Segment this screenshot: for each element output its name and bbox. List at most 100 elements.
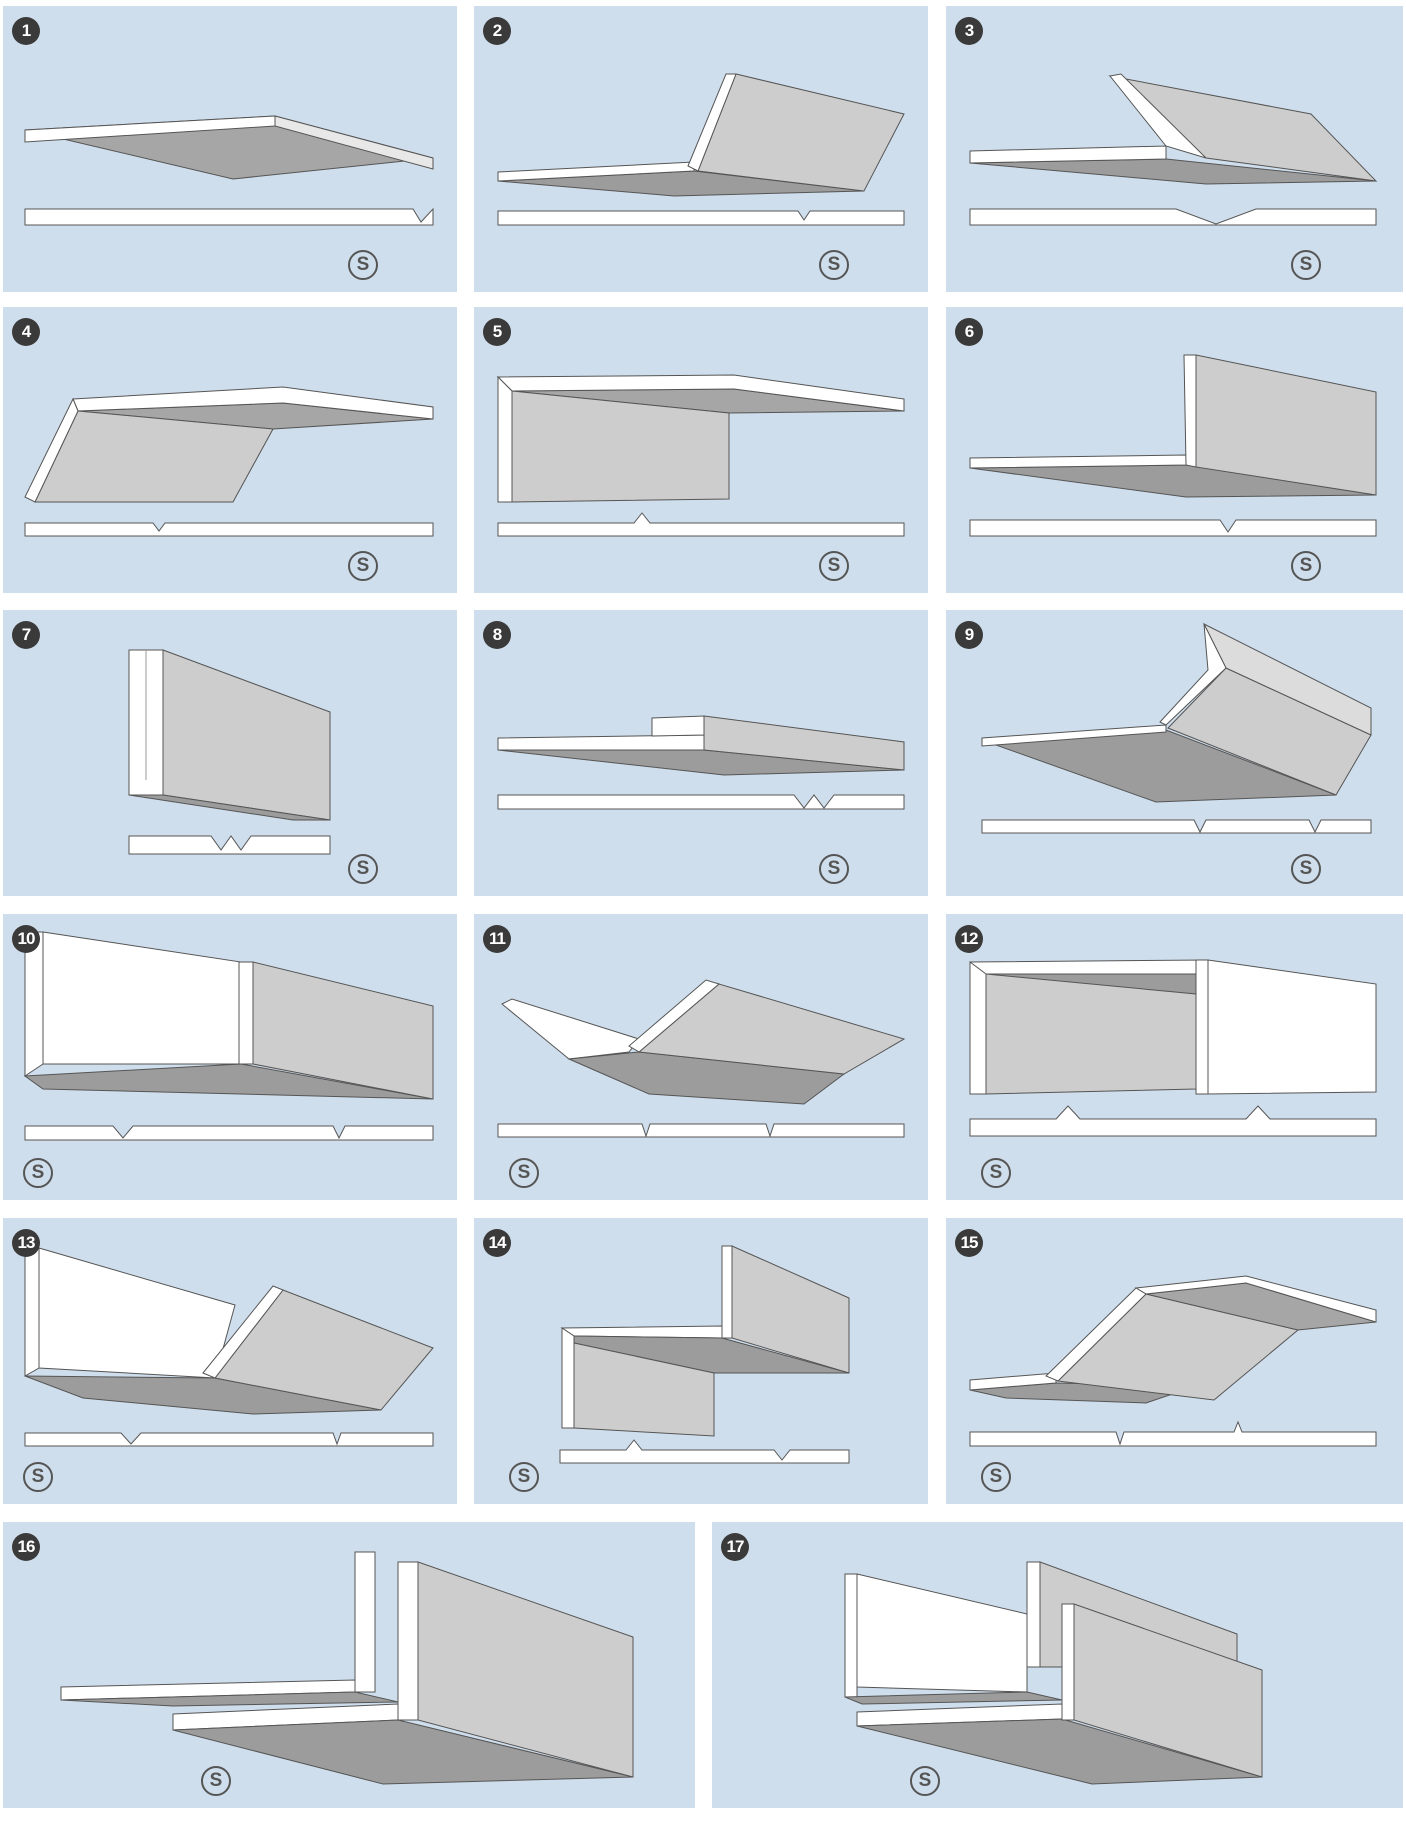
panel-3: 3 S [946,6,1403,292]
s-symbol-icon: S [819,250,849,280]
cross-section [24,1125,434,1141]
s-symbol-icon: S [1291,551,1321,581]
panel-number-badge: 10 [12,925,40,953]
panel-11: 11 S [474,914,928,1200]
panel-17: 17 S [712,1522,1403,1808]
s-symbol-icon: S [23,1462,53,1492]
cross-section [559,1439,850,1464]
panel-4: 4 S [3,307,457,593]
panel-13: 13 S [3,1218,457,1504]
cross-section [497,1123,905,1138]
back-fold-edge [1026,1561,1041,1668]
back-fold-edge [354,1551,376,1693]
panel-number-badge: 15 [955,1229,983,1257]
board-bottom [567,1051,846,1105]
panel-14: 14 S [474,1218,928,1504]
right-panel [1207,959,1377,1095]
fold-edge [1045,1287,1147,1382]
board-bottom [128,794,331,821]
s-symbol-icon: S [910,1766,940,1796]
panel-10: 10 S [3,914,457,1200]
fold-edge [497,375,513,503]
panel-number-badge: 11 [483,925,511,953]
panel-7: 7 S [3,610,457,896]
fold-panel [162,649,331,821]
cross-section [969,519,1377,537]
fold-edge [24,397,79,503]
lower-edge [561,1327,575,1429]
panel-1: 1 S [3,6,457,292]
s-symbol-icon: S [23,1158,53,1188]
s-symbol-icon: S [509,1158,539,1188]
s-symbol-icon: S [509,1462,539,1492]
upper-board [844,1691,1063,1705]
left-edge [24,1245,40,1377]
panel-number-badge: 2 [483,17,511,45]
raised-strip [651,715,705,737]
left-edge [969,961,987,1095]
panel-number-badge: 14 [483,1229,511,1257]
panel-8: 8 S [474,610,928,896]
s-symbol-icon: S [348,551,378,581]
right-edge [628,979,721,1053]
board-edge [274,115,434,170]
panel-15: 15 S [946,1218,1403,1504]
fold-panel [703,715,905,771]
panel-2: 2 S [474,6,928,292]
panel-9: 9 S [946,610,1403,896]
board-edge [969,145,1167,164]
panel-6: 6 S [946,307,1403,593]
cross-section [128,835,331,855]
right-edge [202,1285,284,1379]
panel-5: 5 S [474,307,928,593]
fold-edge [1159,623,1227,726]
fold-edge [687,73,737,172]
panel-12: 12 S [946,914,1403,1200]
cross-section [24,207,434,226]
panel-number-badge: 5 [483,318,511,346]
cross-section [981,819,1372,834]
cross-section [24,1432,434,1447]
s-symbol-icon: S [348,854,378,884]
top-edge [969,959,1207,975]
s-symbol-icon: S [981,1462,1011,1492]
cross-section [24,522,434,537]
s-symbol-icon: S [981,1158,1011,1188]
board-edge [497,161,695,182]
panel-number-badge: 12 [955,925,983,953]
left-panel [985,973,1197,1095]
panel-16: 16 S [3,1522,695,1808]
front-fold-edge [1061,1603,1075,1721]
panel-number-badge: 4 [12,318,40,346]
fold-edge [1183,354,1197,468]
panel-number-badge: 17 [721,1533,749,1561]
board-bottom [24,1375,382,1415]
panel-number-badge: 9 [955,621,983,649]
cross-section [497,512,905,537]
upper-edge [721,1245,733,1339]
cross-section [969,1420,1377,1447]
board-edge [981,724,1167,747]
front-fold-edge [397,1561,419,1721]
s-symbol-icon: S [1291,854,1321,884]
panel-number-badge: 13 [12,1229,40,1257]
cross-section [497,210,905,226]
panel-number-badge: 6 [955,318,983,346]
s-symbol-icon: S [201,1766,231,1796]
left-panel [38,1247,236,1379]
left-panel [856,1573,1028,1693]
board-edge [969,1372,1057,1391]
left-edge [844,1573,858,1698]
panel-number-badge: 1 [12,17,40,45]
s-symbol-icon: S [348,250,378,280]
s-symbol-icon: S [1291,250,1321,280]
cross-section [969,208,1377,226]
panel-number-badge: 16 [12,1533,40,1561]
cross-section [497,794,905,810]
fold-edge [1109,73,1207,159]
cross-section [969,1105,1377,1137]
board-edge [497,734,705,751]
panel-number-badge: 8 [483,621,511,649]
s-symbol-icon: S [819,551,849,581]
